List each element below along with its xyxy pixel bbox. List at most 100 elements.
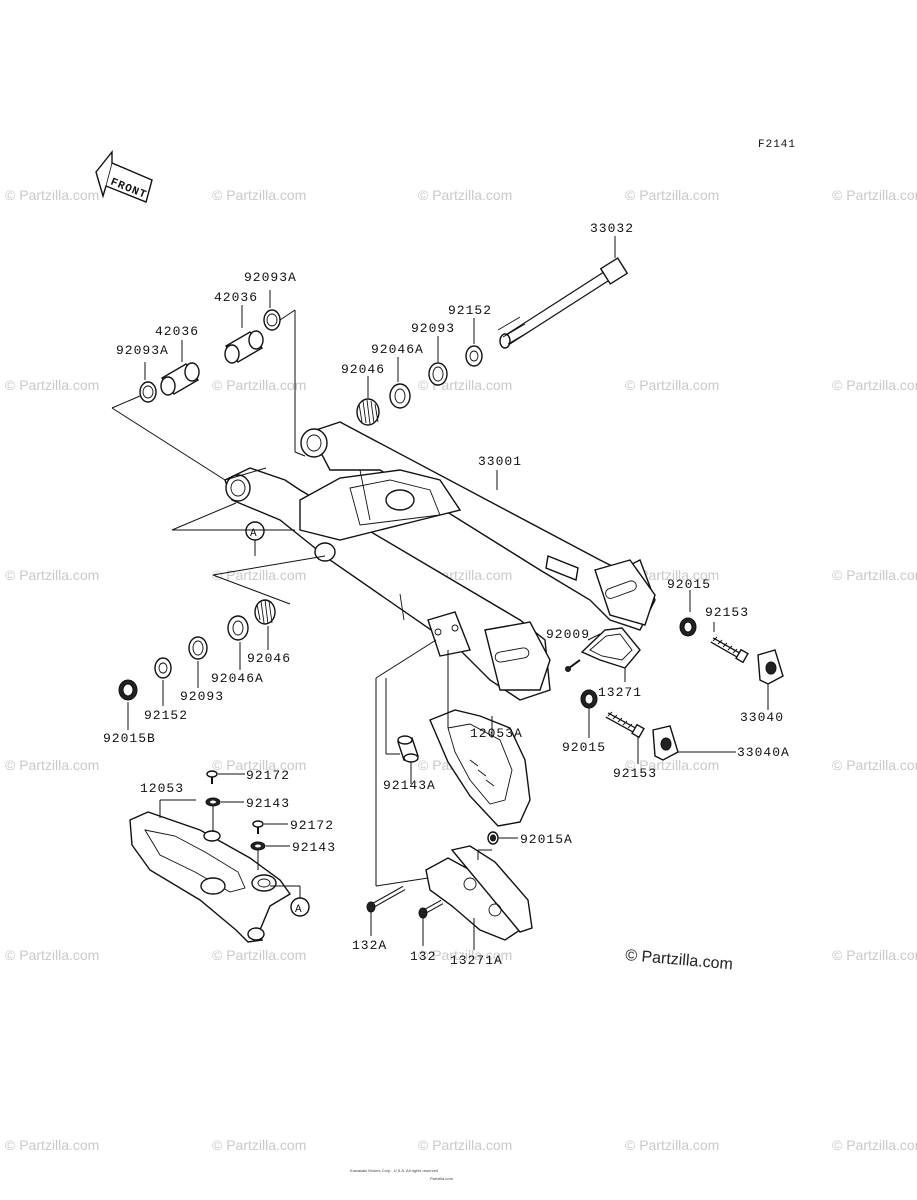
bracket-leaders	[375, 639, 449, 887]
watermark: © Partzilla.com	[212, 947, 306, 963]
watermark: © Partzilla.com	[832, 377, 917, 393]
label-92152-top: 92152	[448, 303, 492, 318]
watermark: © Partzilla.com	[212, 1137, 306, 1153]
label-92015-right: 92015	[667, 577, 711, 592]
label-132A: 132A	[352, 938, 387, 953]
nut-92015-mid	[580, 689, 598, 709]
svg-text:A: A	[250, 528, 258, 540]
watermark: © Partzilla.com	[212, 377, 306, 393]
label-42036-top: 42036	[214, 290, 258, 305]
watermark: © Partzilla.com	[212, 567, 306, 583]
watermark: © Partzilla.com	[418, 187, 512, 203]
label-92093-top: 92093	[411, 321, 455, 336]
label-92143A: 92143A	[383, 778, 436, 793]
label-33001: 33001	[478, 454, 522, 469]
label-33040: 33040	[740, 710, 784, 725]
collar-92046A-bottom	[227, 615, 249, 641]
bolt-92153-mid	[605, 711, 645, 739]
watermark: © Partzilla.com	[5, 947, 99, 963]
swingarm-33001	[224, 421, 656, 701]
label-92015A: 92015A	[520, 832, 573, 847]
label-92093A-top: 92093A	[244, 270, 297, 285]
watermark: © Partzilla.com	[418, 947, 512, 963]
svg-text:A: A	[295, 904, 303, 916]
adjuster-block-33040	[757, 649, 784, 685]
adjuster-block-33040A	[652, 725, 679, 761]
nut-92015-right	[679, 617, 697, 637]
collar-92143A	[397, 735, 419, 763]
leader-lines	[111, 236, 715, 632]
bolt-132	[418, 899, 444, 919]
bolt-132A	[366, 885, 406, 913]
watermark: © Partzilla.com	[832, 1137, 917, 1153]
label-92015B: 92015B	[103, 731, 156, 746]
bolt-92153-right	[710, 636, 749, 664]
watermark-layer: © Partzilla.com © Partzilla.com © Partzi…	[5, 187, 917, 1153]
watermark: © Partzilla.com	[625, 567, 719, 583]
label-92172-b: 92172	[290, 818, 334, 833]
seal-92093A-top	[263, 309, 281, 331]
sleeve-42036-left	[160, 362, 200, 396]
watermark: © Partzilla.com	[832, 757, 917, 773]
front-arrow-icon: FRONT	[95, 150, 153, 203]
label-92153-right: 92153	[705, 605, 749, 620]
watermark: © Partzilla.com	[418, 1137, 512, 1153]
watermark: © Partzilla.com	[625, 1137, 719, 1153]
nut-92015A	[487, 831, 499, 845]
label-92152-bottom: 92152	[144, 708, 188, 723]
watermark: © Partzilla.com	[5, 1137, 99, 1153]
watermark: © Partzilla.com	[212, 187, 306, 203]
label-92046-top: 92046	[341, 362, 385, 377]
label-132: 132	[410, 949, 436, 964]
chain-guide-plate-13271A	[425, 845, 533, 941]
footer-site: Partzilla.com	[430, 1176, 454, 1181]
watermark: © Partzilla.com	[212, 757, 306, 773]
label-12053: 12053	[140, 781, 184, 796]
collar-92143-a	[205, 797, 221, 807]
brand-mark: © Partzilla.com	[625, 947, 734, 973]
label-92009: 92009	[546, 627, 590, 642]
label-92046-bottom: 92046	[247, 651, 291, 666]
label-92046A-bottom: 92046A	[211, 671, 264, 686]
label-92143-b: 92143	[292, 840, 336, 855]
seal-92093-bottom	[188, 636, 208, 660]
watermark: © Partzilla.com	[5, 757, 99, 773]
part-labels: 33032 92093A 42036 42036 92093A 92152 92…	[103, 221, 790, 968]
seal-92093A-left	[139, 381, 157, 403]
watermark: © Partzilla.com	[5, 567, 99, 583]
watermark: © Partzilla.com	[625, 377, 719, 393]
label-92093A-left: 92093A	[116, 343, 169, 358]
label-33032: 33032	[590, 221, 634, 236]
pivot-shaft-bolt	[497, 257, 629, 349]
seal-92093-top	[428, 362, 448, 386]
washer-92152-top	[465, 345, 483, 367]
label-92153-mid: 92153	[613, 766, 657, 781]
nut-92015B	[118, 679, 138, 701]
label-92046A-top: 92046A	[371, 342, 424, 357]
watermark: © Partzilla.com	[832, 947, 917, 963]
label-92143-a: 92143	[246, 796, 290, 811]
watermark: © Partzilla.com	[625, 757, 719, 773]
label-92015-mid: 92015	[562, 740, 606, 755]
label-33040A: 33040A	[737, 745, 790, 760]
label-92172-a: 92172	[246, 768, 290, 783]
collar-92143-b	[250, 841, 266, 851]
label-92093-bottom: 92093	[180, 689, 224, 704]
washer-92152-bottom	[154, 657, 172, 679]
collar-92046A-top	[389, 383, 411, 409]
watermark: © Partzilla.com	[5, 187, 99, 203]
label-13271: 13271	[598, 685, 642, 700]
screw-92009	[565, 659, 581, 672]
chain-guide-12053A	[429, 709, 531, 827]
sleeve-42036-top	[224, 330, 264, 364]
watermark: © Partzilla.com	[625, 187, 719, 203]
screw-92172-a	[206, 770, 218, 784]
label-13271A: 13271A	[450, 953, 503, 968]
screw-92172-b	[252, 820, 264, 834]
label-12053A: 12053A	[470, 726, 523, 741]
figure-code: F2141	[758, 139, 796, 151]
needle-bearing-92046-top	[356, 398, 380, 426]
footer-copyright: Kawasaki Motors Corp., U.S.A. All rights…	[350, 1168, 438, 1173]
callout-a-upper: A	[171, 502, 326, 605]
